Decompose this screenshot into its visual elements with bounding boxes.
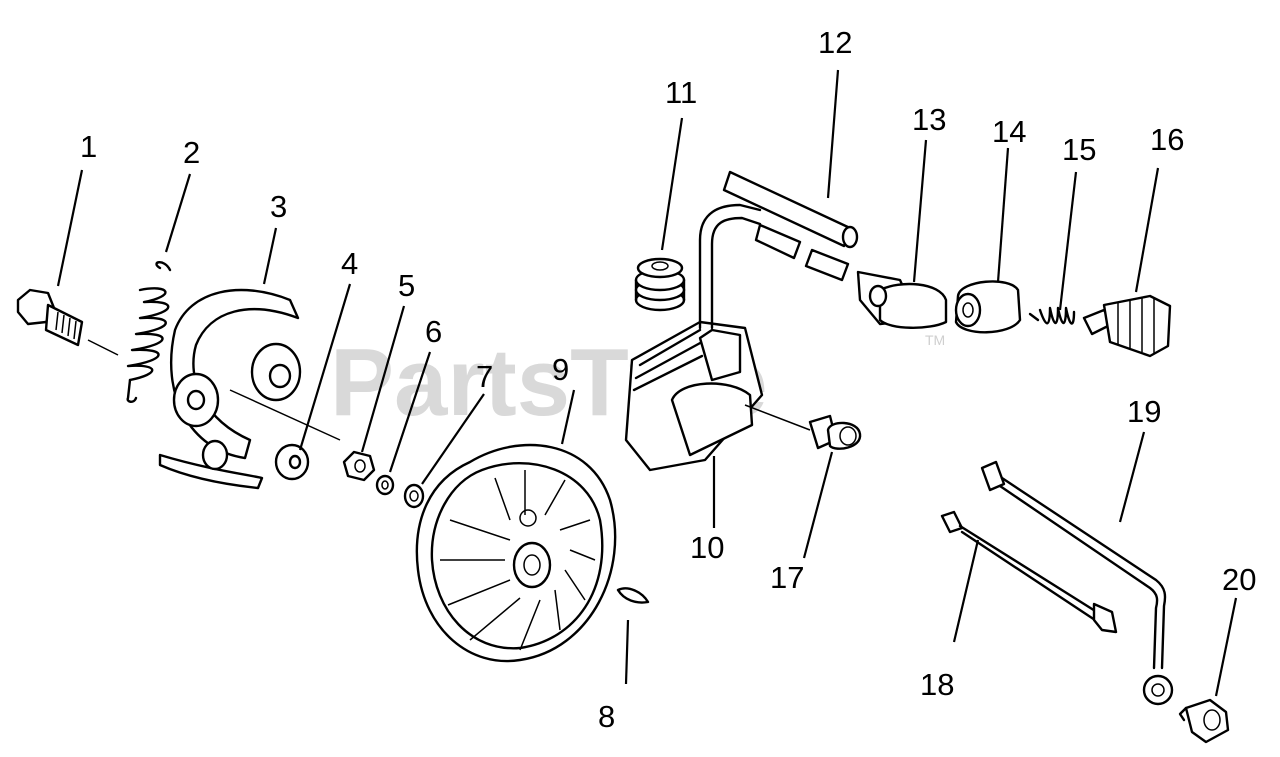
callout-5: 5 — [398, 268, 415, 303]
part-18-lead-wire[interactable] — [940, 510, 1118, 634]
callout-2: 2 — [183, 135, 200, 170]
part-10-ignition-module[interactable] — [624, 203, 811, 472]
callout-1: 1 — [80, 129, 97, 164]
part-6-lock-washer[interactable] — [375, 474, 395, 496]
part-20-screw[interactable] — [1178, 698, 1230, 744]
callout-10: 10 — [690, 530, 724, 565]
part-17-screw[interactable] — [808, 414, 862, 450]
part-7-washer[interactable] — [403, 483, 425, 509]
callout-3: 3 — [270, 189, 287, 224]
callout-17: 17 — [770, 560, 804, 595]
watermark-tm: TM — [925, 332, 945, 348]
callout-4: 4 — [341, 246, 358, 281]
callout-13: 13 — [912, 102, 946, 137]
callout-16: 16 — [1150, 122, 1184, 157]
callout-12: 12 — [818, 25, 852, 60]
part-8-key[interactable] — [616, 587, 650, 604]
part-9-flywheel[interactable] — [415, 443, 617, 663]
part-14-cap[interactable] — [954, 280, 1022, 334]
part-19-ground-wire[interactable] — [980, 460, 1174, 706]
callout-6: 6 — [425, 314, 442, 349]
part-12-tube[interactable] — [722, 170, 859, 282]
callout-19: 19 — [1127, 394, 1161, 429]
part-15-small-spring[interactable] — [1028, 306, 1076, 325]
callout-18: 18 — [920, 667, 954, 702]
callout-11: 11 — [665, 75, 697, 110]
part-11-grommet[interactable] — [634, 257, 686, 312]
callout-20: 20 — [1222, 562, 1256, 597]
callout-15: 15 — [1062, 132, 1096, 167]
part-2-spring[interactable] — [126, 261, 172, 403]
callout-7: 7 — [476, 359, 493, 394]
leader-lines — [56, 69, 1238, 697]
part-5-nut[interactable] — [342, 450, 376, 482]
callout-labels: 1 2 3 4 5 6 7 8 9 10 11 12 13 14 15 16 1… — [80, 25, 1256, 734]
callout-8: 8 — [598, 699, 615, 734]
part-1-bolt[interactable] — [16, 288, 119, 356]
part-4-washer[interactable] — [274, 443, 310, 481]
callout-9: 9 — [552, 352, 569, 387]
part-13-boot[interactable] — [856, 270, 948, 329]
callout-14: 14 — [992, 114, 1026, 149]
part-3-clutch-shoe[interactable] — [158, 288, 341, 490]
part-16-terminal[interactable] — [1082, 294, 1172, 358]
